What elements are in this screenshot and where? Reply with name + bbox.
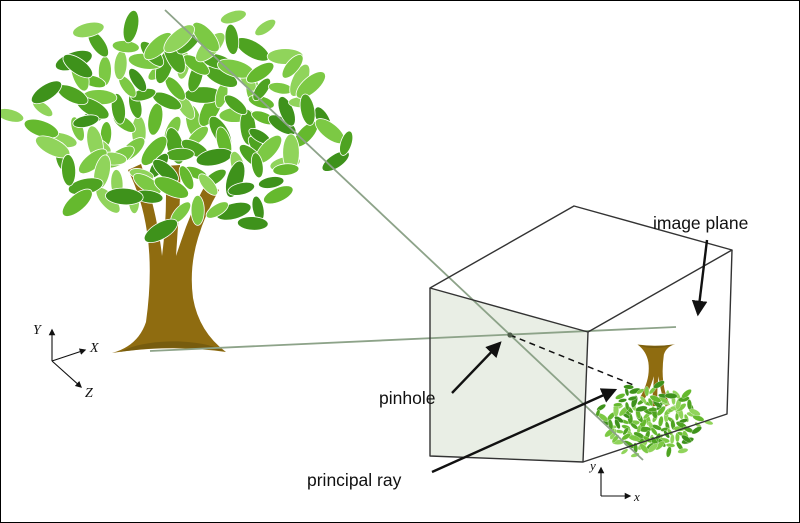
world-axes	[48, 328, 87, 388]
leaf	[178, 165, 195, 191]
camera-box-edges	[429, 205, 733, 463]
leaf	[339, 130, 354, 156]
leaf	[143, 218, 179, 244]
projected-tree-image	[594, 344, 714, 459]
principal-ray-label: principal ray	[307, 470, 402, 490]
ray-from-treebase	[149, 326, 677, 352]
leaf	[143, 32, 173, 61]
light-rays	[149, 9, 677, 461]
leaf	[277, 96, 296, 127]
box-right-edges	[582, 249, 733, 463]
leaf	[254, 18, 277, 37]
leaf	[128, 68, 147, 92]
world-x-label: X	[89, 341, 99, 356]
leaf	[250, 152, 264, 179]
leaf	[30, 80, 63, 105]
ray-from-treetop	[164, 9, 644, 461]
leaf	[105, 187, 144, 206]
leaf	[153, 176, 190, 199]
pinhole-dot	[507, 332, 513, 338]
leaf	[246, 61, 275, 84]
pinhole-arrow	[451, 341, 502, 394]
tree-trunk-base-shadow	[120, 341, 224, 352]
leaf	[61, 154, 77, 187]
leaf	[198, 173, 219, 196]
leaf	[237, 216, 269, 231]
leaf	[299, 93, 316, 126]
leaf	[281, 54, 304, 79]
leaf	[205, 201, 229, 219]
world-z-label: Z	[85, 386, 93, 401]
principal-ray-line	[509, 334, 637, 387]
leaf	[272, 163, 300, 176]
image-plane-label: image plane	[653, 213, 748, 233]
image-plane-arrow	[691, 239, 709, 317]
world-x-axis	[51, 348, 87, 362]
leaf	[321, 150, 350, 172]
leaf	[258, 176, 285, 189]
image-x-label: x	[633, 489, 640, 504]
image-y-label: y	[588, 458, 596, 473]
leaf	[152, 158, 179, 183]
world-z-axis	[51, 360, 82, 388]
leaf	[227, 181, 256, 196]
leaf	[224, 23, 240, 55]
leaf	[263, 185, 294, 205]
annotation-arrows	[431, 239, 709, 474]
principal-ray-arrow	[431, 388, 618, 474]
image-axes	[597, 466, 632, 500]
leaf	[61, 188, 93, 217]
camera-front-face	[430, 288, 588, 462]
pinhole-label: pinhole	[379, 388, 435, 408]
leaf	[295, 71, 326, 99]
leaf	[72, 21, 105, 39]
tree-canopy	[0, 9, 354, 244]
leaf	[147, 102, 164, 136]
leaf	[224, 94, 248, 116]
box-front-edges	[429, 288, 589, 463]
leaf	[62, 53, 94, 79]
tree	[0, 9, 354, 353]
leaf	[122, 9, 140, 44]
leaf	[0, 108, 25, 123]
leaf	[252, 77, 271, 102]
leaf	[220, 9, 247, 25]
leaf	[113, 50, 128, 81]
leaf	[190, 194, 205, 226]
world-y-label: Y	[33, 323, 43, 338]
leaf	[72, 114, 100, 128]
